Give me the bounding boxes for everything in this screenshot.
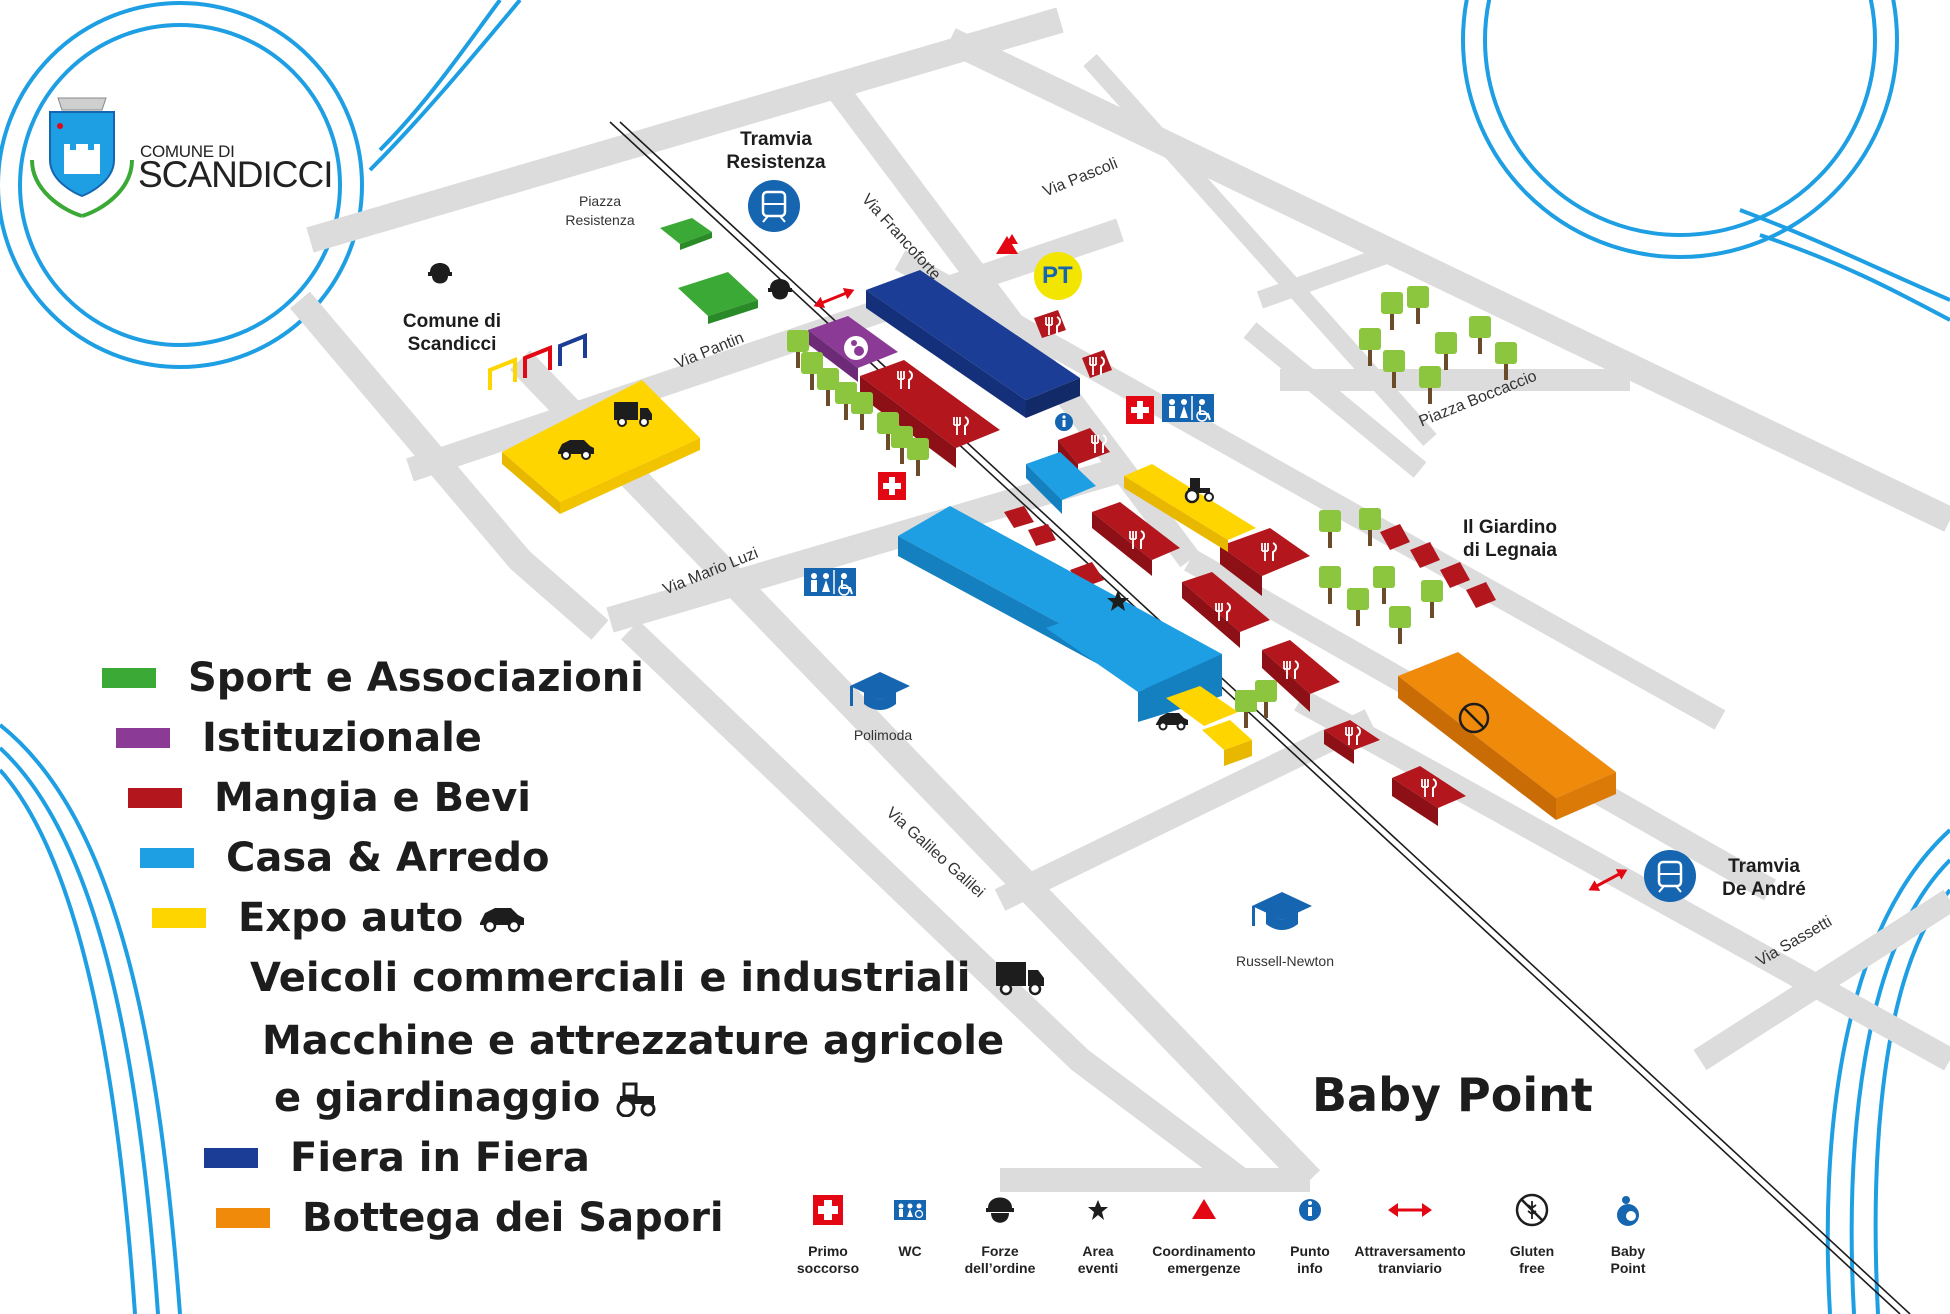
- key-label: Gluten free: [1509, 1243, 1555, 1276]
- triangle-icon: [1192, 1199, 1216, 1219]
- police-icon: [986, 1197, 1014, 1223]
- legend-swatch: [116, 728, 170, 748]
- legend-item-expo-auto: Expo auto: [152, 895, 527, 941]
- key-event-area: Area eventi: [1038, 1190, 1158, 1277]
- legend-swatch: [204, 1148, 258, 1168]
- wc-icons: [804, 394, 1214, 596]
- first-aid-icon: [813, 1195, 843, 1225]
- tram-stop-icons: [748, 180, 1696, 902]
- tramvia-resistenza-label: Tramvia Resistenza: [726, 129, 826, 173]
- legend-label: Sport e Associazioni: [188, 655, 644, 701]
- tram-stop-de-andre-icon: [1644, 850, 1696, 902]
- key-label: WC: [898, 1243, 922, 1259]
- key-police: Forze dell’ordine: [940, 1190, 1060, 1277]
- legend-label: Fiera in Fiera: [290, 1135, 590, 1181]
- russell-newton-label: Russell-Newton: [1235, 953, 1335, 969]
- legend-item-bottega: Bottega dei Sapori: [216, 1195, 724, 1241]
- tractor-icon: [616, 1082, 656, 1117]
- legend-item-giardinaggio: e giardinaggio: [274, 1075, 658, 1121]
- baby-point-map-icon: [844, 336, 868, 360]
- gluten-free-icon: [1458, 702, 1490, 734]
- polimoda-label: Polimoda: [853, 727, 913, 743]
- star-icon: [1088, 1200, 1108, 1220]
- comune-di-scandicci-label: Comune di Scandicci: [402, 311, 502, 355]
- sport-blocks: [660, 218, 758, 324]
- school-icons: [850, 672, 1312, 930]
- expo-auto-block: [502, 380, 700, 514]
- logo-line-2: SCANDICCI: [138, 154, 334, 195]
- car-icon: [480, 908, 525, 933]
- wc-icon: [894, 1200, 926, 1220]
- key-wc: WC: [850, 1190, 970, 1260]
- legend-item-veicoli: Veicoli commerciali e industriali: [250, 955, 1046, 1001]
- post-office-badge: [1034, 252, 1082, 300]
- key-gluten-free: Gluten free: [1472, 1190, 1592, 1277]
- legend-item-fiera: Fiera in Fiera: [204, 1135, 590, 1181]
- tram-crossing-icons: [813, 287, 1628, 891]
- legend-label: Expo auto: [238, 895, 464, 941]
- legend-swatch: [102, 668, 156, 688]
- info-icon: [1299, 1199, 1321, 1221]
- legend-label: Veicoli commerciali e industriali: [250, 955, 971, 1001]
- legend-item-casa: Casa & Arredo: [140, 835, 550, 881]
- police-icons: [428, 263, 792, 300]
- key-label: Attraversamento tranviario: [1354, 1243, 1466, 1276]
- legend-swatch: [140, 848, 194, 868]
- tractor-icon: [1184, 478, 1214, 504]
- baby-icon: [1617, 1196, 1639, 1226]
- legend-label: Bottega dei Sapori: [302, 1195, 724, 1241]
- legend-item-mangia: Mangia e Bevi: [128, 775, 531, 821]
- key-emergency: Coordinamento emergenze: [1144, 1190, 1264, 1277]
- key-first-aid: Primo soccorso: [768, 1190, 888, 1277]
- legend-swatch: [216, 1208, 270, 1228]
- legend-label: e giardinaggio: [274, 1075, 601, 1121]
- info-point-icon: [1055, 413, 1073, 431]
- legend-swatch: [152, 908, 206, 928]
- tram-stop-resistenza-icon: [748, 180, 800, 232]
- il-giardino-label: Il Giardino di Legnaia: [1463, 517, 1557, 561]
- key-label: Forze dell’ordine: [964, 1243, 1036, 1276]
- car-icon: [1156, 713, 1188, 731]
- gluten-free-icon: [1515, 1193, 1549, 1227]
- legend-item-macchine: Macchine e attrezzature agricole: [262, 1018, 1005, 1064]
- legend-label: Istituzionale: [202, 715, 482, 761]
- fiera-block: [866, 270, 1080, 418]
- key-label: Punto info: [1290, 1243, 1330, 1276]
- legend-item-istituzionale: Istituzionale: [116, 715, 482, 761]
- scandicci-crest-logo: [30, 97, 134, 218]
- key-label: Coordinamento emergenze: [1152, 1243, 1256, 1276]
- baby-point-title: Baby Point: [1312, 1068, 1593, 1122]
- first-aid-icons: [878, 396, 1154, 500]
- piazza-resistenza-label: Piazza Resistenza: [565, 193, 635, 228]
- post-office-label: PT: [1042, 262, 1073, 289]
- legend-label: Mangia e Bevi: [214, 775, 531, 821]
- legend-label: Casa & Arredo: [226, 835, 550, 881]
- key-label: Primo soccorso: [796, 1243, 860, 1276]
- double-arrow-icon: [1388, 1203, 1432, 1217]
- key-label: Baby Point: [1610, 1243, 1646, 1276]
- bottega-block: [1398, 652, 1616, 820]
- logo-line-1: COMUNE DI: [140, 142, 235, 161]
- casa-arredo-block: [898, 452, 1222, 722]
- car-icon: [558, 440, 594, 460]
- legend-swatch: [128, 788, 182, 808]
- key-baby-point: Baby Point: [1568, 1190, 1688, 1277]
- legend-item-sport: Sport e Associazioni: [102, 655, 644, 701]
- map-vehicle-icons: [558, 402, 1214, 731]
- truck-icon: [996, 962, 1045, 996]
- event-area-star-icon: [1107, 590, 1129, 611]
- truck-icon: [614, 402, 652, 427]
- key-label: Area eventi: [1077, 1243, 1119, 1276]
- tramvia-de-andre-label: Tramvia De André: [1722, 856, 1806, 900]
- key-tram-crossing: Attraversamento tranviario: [1350, 1190, 1470, 1277]
- key-info: Punto info: [1250, 1190, 1370, 1277]
- parking-area: [488, 333, 587, 390]
